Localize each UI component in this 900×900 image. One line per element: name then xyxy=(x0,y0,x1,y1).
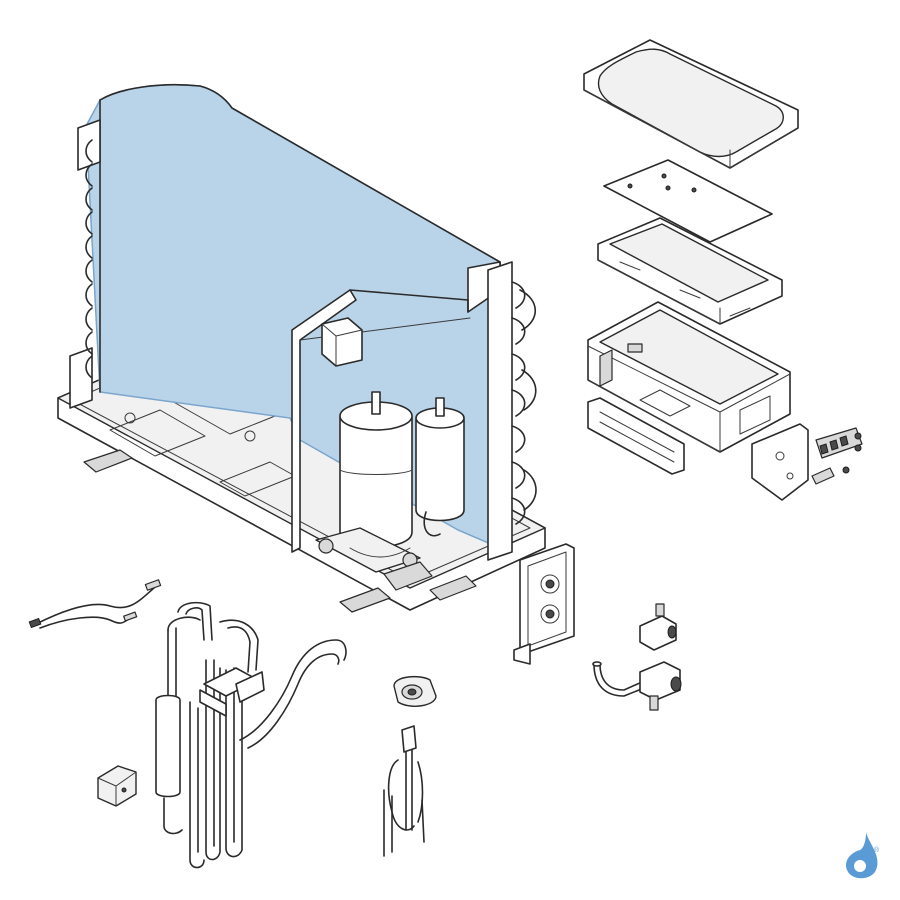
solenoid-coil xyxy=(393,675,437,707)
terminal-block xyxy=(811,427,863,485)
mounting-bracket xyxy=(587,397,685,475)
compressor xyxy=(339,391,413,548)
insulation-plate xyxy=(603,159,773,243)
terminal-plate xyxy=(751,423,809,501)
coil-right-hairpins xyxy=(511,281,537,525)
reversing-valve-piping xyxy=(155,601,347,869)
small-cover-block xyxy=(97,765,137,807)
electrical-box xyxy=(587,301,791,453)
water-drop-logo-icon xyxy=(846,832,878,879)
control-box-cover xyxy=(583,39,799,169)
capillary-assembly xyxy=(383,725,425,857)
coil-left-hairpins xyxy=(85,139,93,379)
temperature-sensor xyxy=(28,579,162,629)
accumulator xyxy=(415,397,465,537)
outdoor-unit-assembly xyxy=(57,83,575,665)
pcb-tray xyxy=(597,217,783,325)
logo-inner-circle xyxy=(854,860,866,872)
control-box-exploded xyxy=(583,39,863,501)
registered-mark: ® xyxy=(874,846,880,854)
service-valves xyxy=(592,603,682,711)
compressor-mount xyxy=(315,527,433,591)
valve-bracket xyxy=(513,543,575,665)
brand-logo: ® xyxy=(846,832,880,879)
capacitor-block xyxy=(321,317,363,367)
